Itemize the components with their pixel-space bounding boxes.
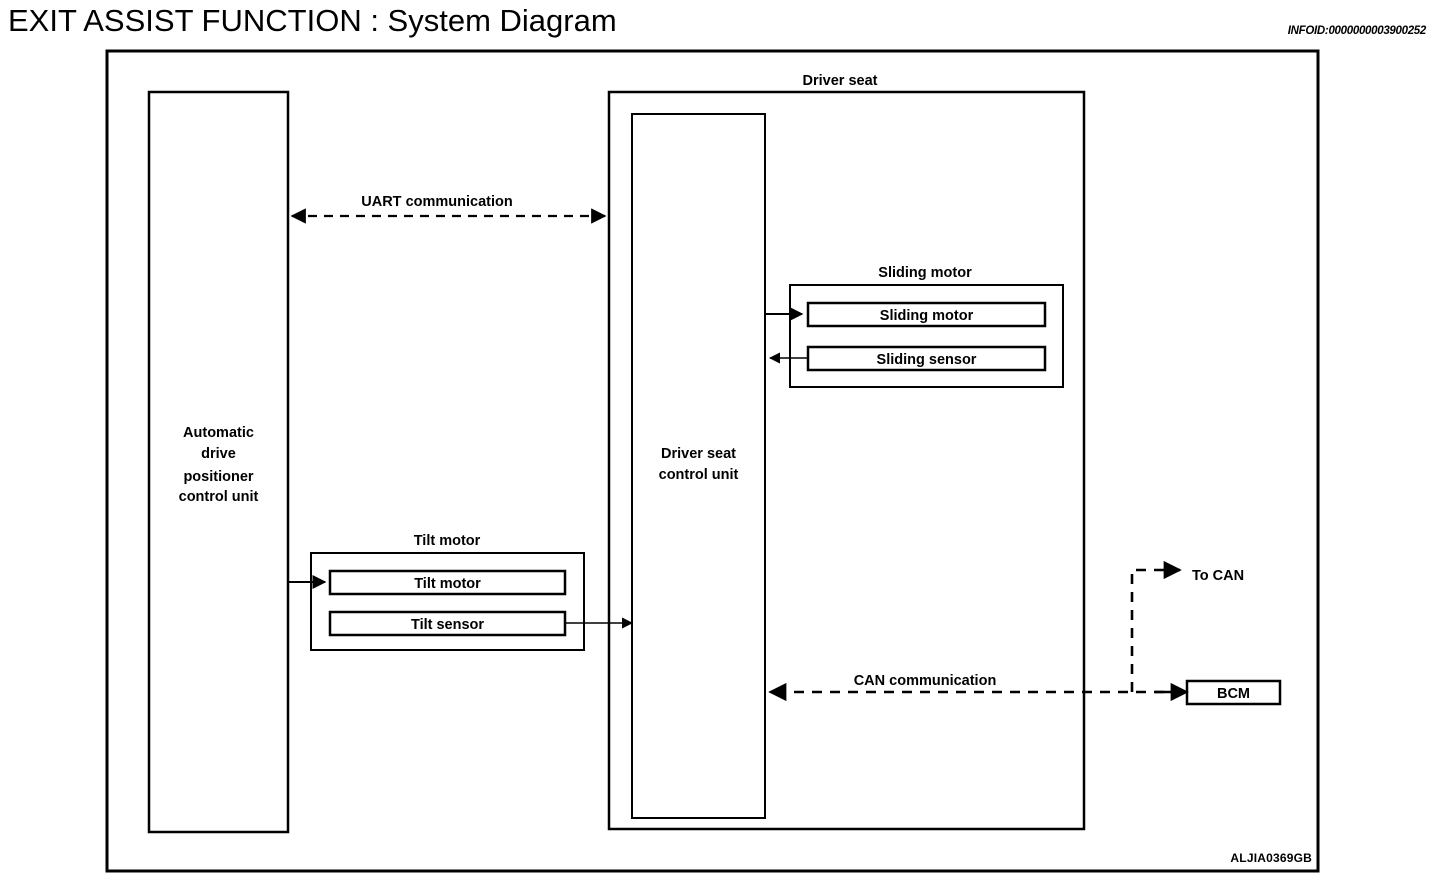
tilt-motor-box (328, 569, 567, 596)
adp-control-unit-label-line-3: positioner (183, 469, 253, 485)
driver-seat-control-unit-box (631, 113, 766, 819)
to-can-label: To CAN (1192, 568, 1244, 584)
adp-control-unit-label-line-1: Automatic (183, 425, 254, 441)
sliding-motor-label: Sliding motor (880, 308, 974, 324)
diagram-outer-frame (105, 49, 1320, 873)
to-can-branch-line (1130, 560, 1182, 692)
sliding-motor-box (806, 301, 1047, 328)
infoid-label: INFOID:0000000003900252 (1287, 25, 1427, 37)
tilt-motor-group-box (310, 552, 585, 651)
page-title: EXIT ASSIST FUNCTION : System Diagram (8, 3, 617, 38)
tilt-motor-group-label: Tilt motor (414, 533, 481, 549)
uart-communication-label: UART communication (361, 194, 512, 210)
bcm-label: BCM (1217, 686, 1250, 702)
tilt-motor-label: Tilt motor (414, 576, 481, 592)
adp-control-unit-label-line-2: drive (201, 446, 236, 462)
sliding-motor-group-label: Sliding motor (878, 265, 972, 281)
figure-code-label: ALJIA0369GB (1230, 851, 1312, 865)
driver-seat-control-unit-label-line-1: Driver seat (661, 446, 736, 462)
driver-seat-group-label: Driver seat (803, 73, 878, 89)
driver-seat-control-unit-label-line-2: control unit (659, 467, 739, 483)
sliding-motor-group-box (789, 284, 1064, 388)
driver-seat-group-box (607, 90, 1086, 831)
tilt-sensor-label: Tilt sensor (411, 617, 484, 633)
sliding-sensor-label: Sliding sensor (877, 352, 977, 368)
adp-control-unit-box (147, 90, 290, 834)
adp-control-unit-label-line-4: control unit (179, 489, 259, 505)
can-communication-label: CAN communication (854, 673, 997, 689)
